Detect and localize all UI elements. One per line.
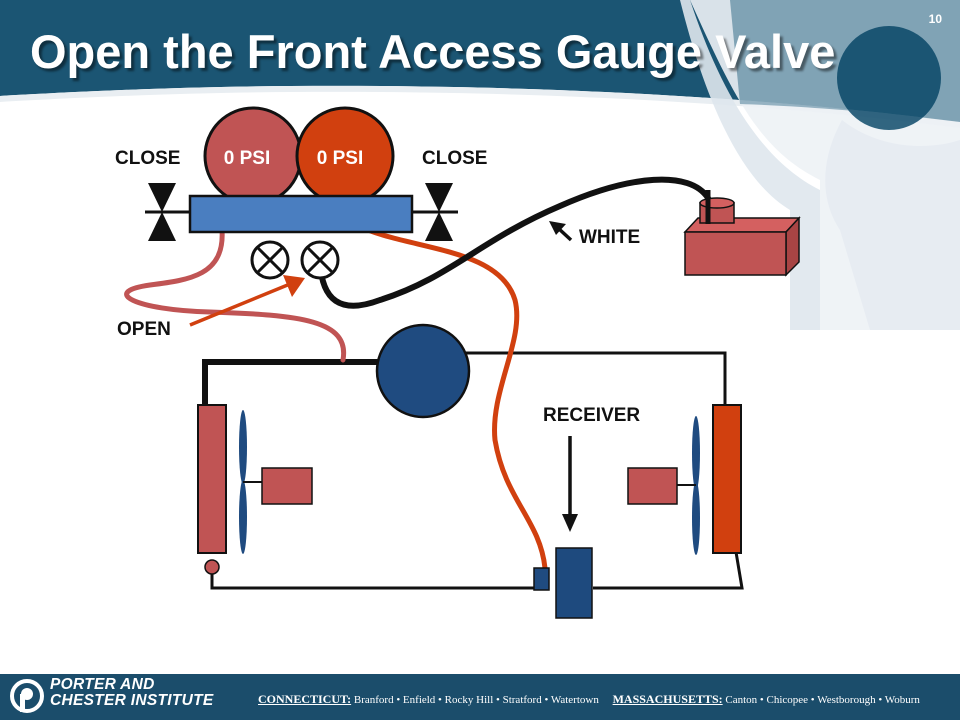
- refrigerant-circuit: [202, 351, 744, 590]
- high-gauge-reading: 0 PSI: [317, 148, 363, 169]
- white-label: WHITE: [579, 227, 640, 248]
- porter-chester-logo-icon: [10, 679, 44, 713]
- low-gauge-reading: 0 PSI: [224, 148, 270, 169]
- institute-name: PORTER AND CHESTER INSTITUTE: [50, 677, 214, 709]
- receiver-label: RECEIVER: [543, 405, 640, 426]
- ma-region-label: MASSACHUSETTS:: [612, 692, 723, 706]
- right-close-label: CLOSE: [422, 148, 487, 169]
- open-label: OPEN: [117, 319, 171, 340]
- ma-cities: Canton • Chicopee • Westborough • Woburn: [725, 694, 920, 706]
- watermark-logo: [680, 0, 960, 330]
- footer-bar: [0, 674, 960, 720]
- high-side-hose: [365, 227, 548, 571]
- slide-number: 10: [928, 12, 942, 26]
- right-fan: [627, 416, 700, 555]
- footer-locations: CONNECTICUT: Branford • Enfield • Rocky …: [258, 692, 958, 707]
- compressor: [375, 323, 471, 419]
- slide-title: Open the Front Access Gauge Valve: [30, 25, 836, 78]
- receiver: [533, 547, 593, 619]
- high-side-gauge: 0 PSI: [295, 106, 395, 206]
- left-coil: [197, 404, 227, 575]
- ct-cities: Branford • Enfield • Rocky Hill • Stratf…: [353, 694, 599, 706]
- white-hose: [317, 176, 711, 309]
- manifold-body: [188, 194, 414, 234]
- institute-name-line1: PORTER AND: [50, 676, 155, 693]
- left-valve-icon[interactable]: [145, 183, 190, 241]
- low-access-valve-icon[interactable]: [250, 240, 290, 280]
- front-access-valve-icon[interactable]: [300, 240, 340, 280]
- receiver-arrow-icon: [562, 436, 578, 532]
- ct-region-label: CONNECTICUT:: [258, 692, 352, 706]
- low-side-gauge: 0 PSI: [203, 106, 303, 206]
- institute-name-line2: CHESTER INSTITUTE: [50, 692, 214, 709]
- left-fan: [239, 410, 313, 554]
- low-side-hose: [124, 227, 347, 363]
- open-arrow-icon: [189, 275, 305, 327]
- white-arrow-icon: [549, 221, 573, 242]
- right-coil: [712, 404, 742, 554]
- right-valve-icon[interactable]: [412, 183, 458, 241]
- refrigerant-tank: [683, 190, 801, 277]
- left-close-label: CLOSE: [115, 148, 180, 169]
